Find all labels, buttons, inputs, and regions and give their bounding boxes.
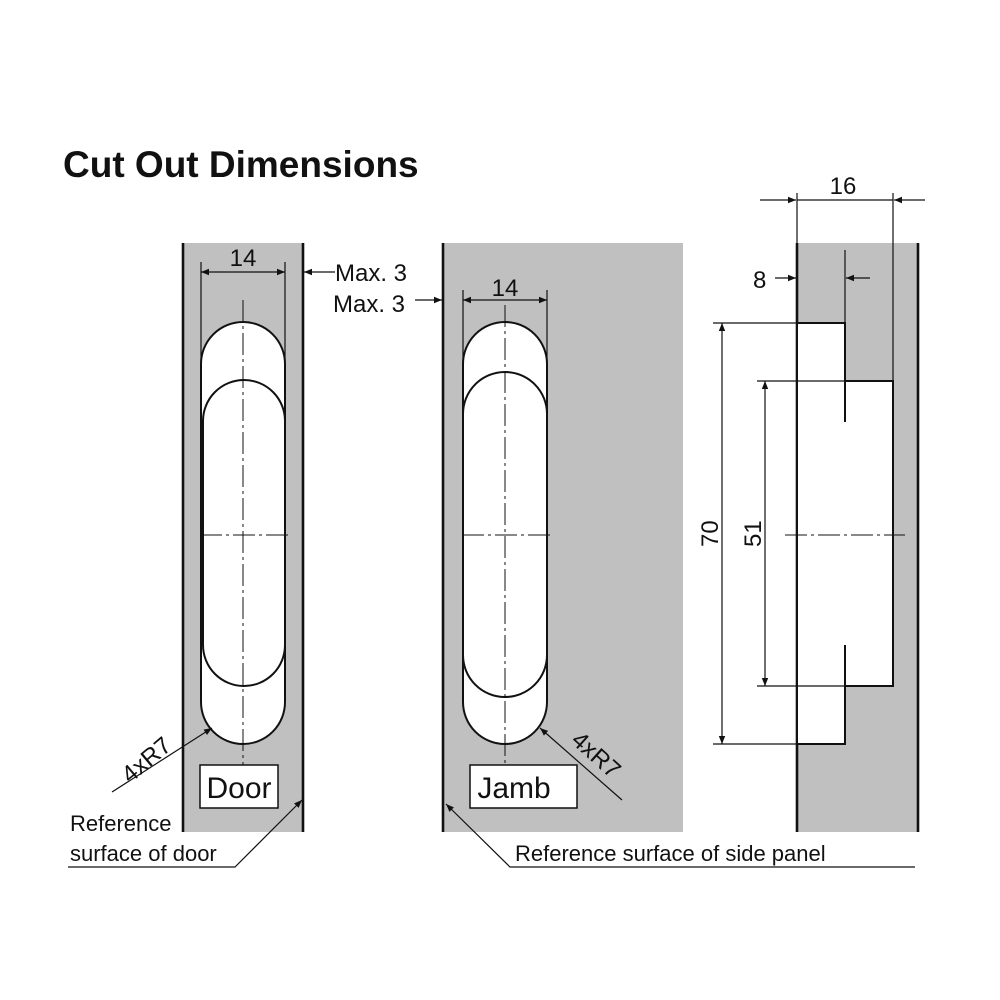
jamb-max-label: Max. 3 [333, 291, 405, 318]
step-8-label: 8 [753, 267, 766, 294]
door-max-label: Max. 3 [335, 260, 407, 287]
door-cutout-inner [202, 379, 286, 687]
door-width-label: 14 [230, 245, 257, 272]
height-70-label: 70 [697, 520, 724, 547]
height-51-label: 51 [740, 520, 767, 547]
jamb-label-box [469, 764, 578, 809]
door-radius-label: 4xR7 [117, 732, 177, 789]
side-cutout-profile [796, 322, 894, 745]
jamb-reference-label: Reference surface of side panel [515, 841, 826, 866]
depth-16-label: 16 [830, 173, 857, 200]
jamb-reference-leader [445, 803, 915, 868]
door-reference-line2: surface of door [70, 841, 217, 866]
jamb-radius-leader [539, 727, 623, 801]
jamb-label: Jamb [477, 772, 550, 805]
door-label-box [199, 764, 279, 809]
jamb-width-label: 14 [492, 275, 519, 302]
door-view: 14 Max. 3 4xR7 Door Reference surface of… [68, 243, 407, 868]
door-reference-leader [68, 799, 303, 868]
page-title: Cut Out Dimensions [63, 144, 419, 185]
door-radius-leader [111, 727, 213, 793]
door-label: Door [206, 772, 271, 805]
side-section-view: 16 8 70 51 [697, 173, 925, 832]
door-reference-line1: Reference [70, 811, 172, 836]
jamb-view: 14 Max. 3 4xR7 Jamb Reference surface of… [333, 243, 915, 868]
